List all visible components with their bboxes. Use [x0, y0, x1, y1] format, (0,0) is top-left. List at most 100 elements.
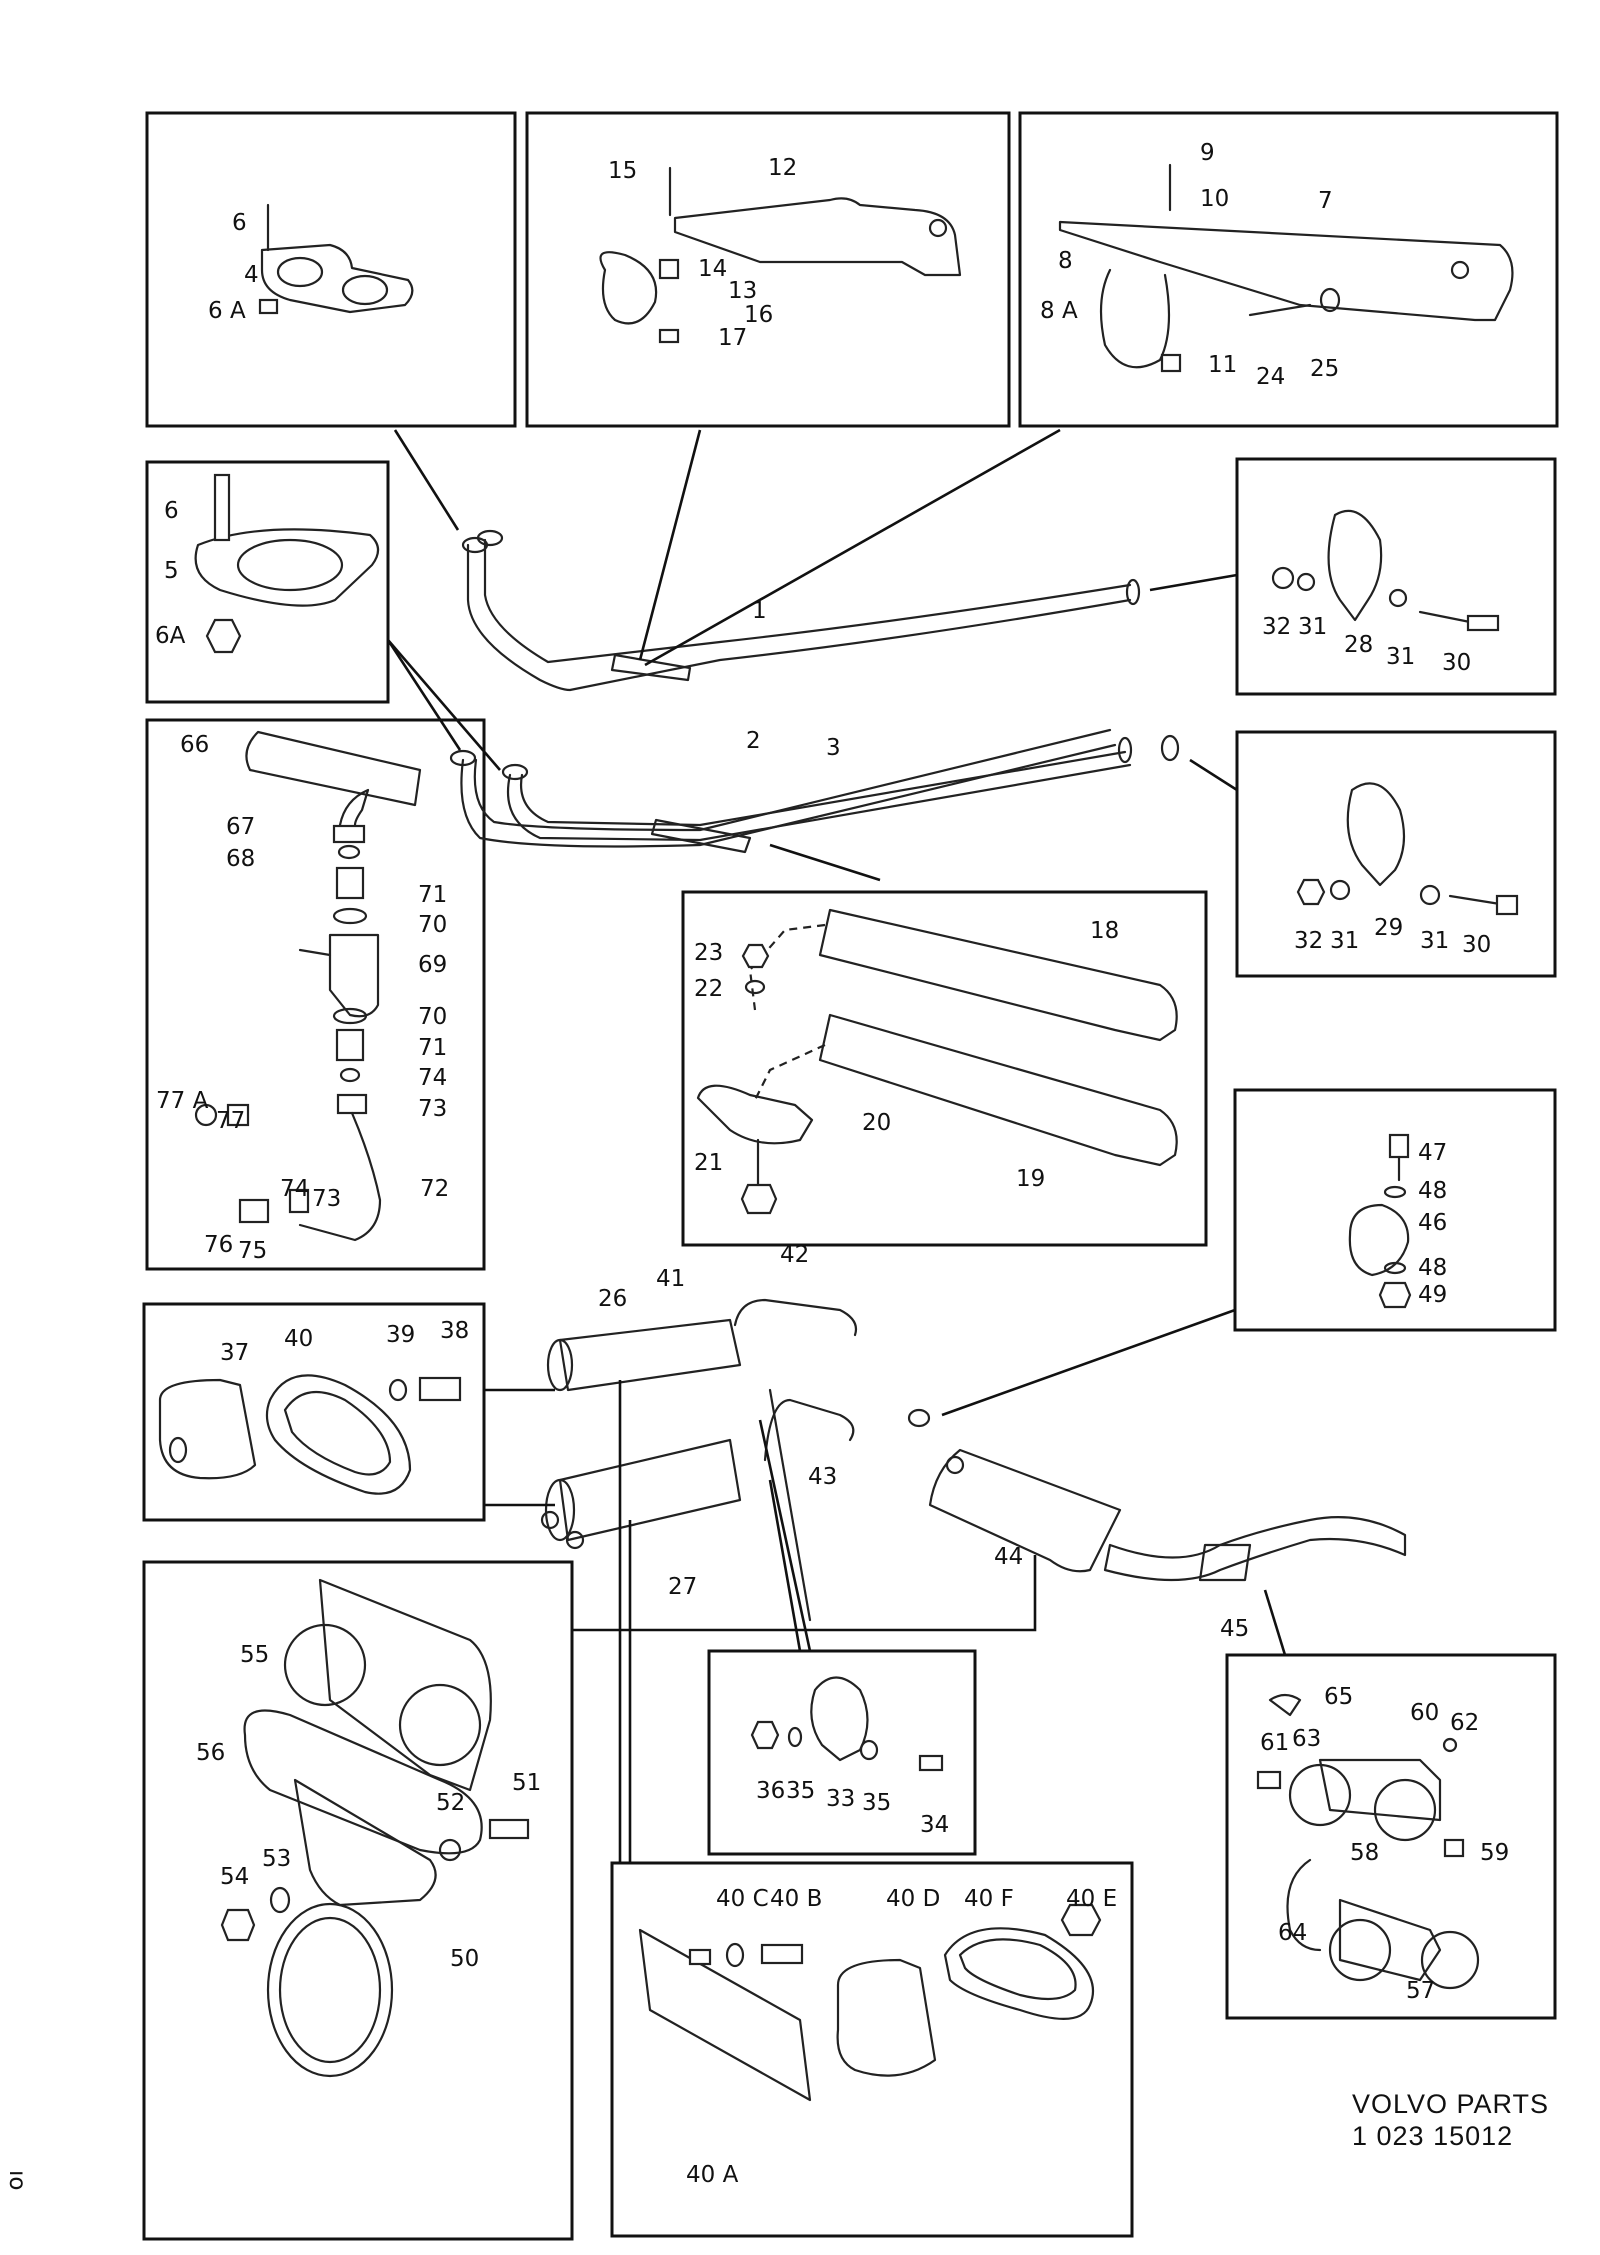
- label-6-b: 6: [164, 498, 179, 524]
- label-10: 10: [1200, 186, 1229, 212]
- panel-clamp-46-detail: [1233, 1088, 1557, 1332]
- label-44: 44: [994, 1544, 1023, 1570]
- label-5: 5: [164, 558, 179, 584]
- label-25: 25: [1310, 356, 1339, 382]
- label-59: 59: [1480, 1840, 1509, 1866]
- label-46: 46: [1418, 1210, 1447, 1236]
- label-6: 6: [232, 210, 247, 236]
- label-31-d: 31: [1420, 928, 1449, 954]
- bracket-7-assembly: [1058, 163, 1514, 373]
- silencers-26-27: [540, 1298, 858, 1622]
- label-64: 64: [1278, 1920, 1307, 1946]
- hanger-50-assembly: [220, 1578, 530, 2078]
- front-pipe-1: [461, 529, 1141, 692]
- label-31-c: 31: [1330, 928, 1359, 954]
- label-26: 26: [598, 1286, 627, 1312]
- label-53: 53: [262, 1846, 291, 1872]
- panel-bracket-12-detail: [525, 111, 1011, 428]
- clamp-29-assembly: [1296, 782, 1519, 916]
- label-52: 52: [436, 1790, 465, 1816]
- clamp-28-assembly: [1271, 509, 1500, 632]
- label-8a: 8 A: [1040, 298, 1078, 324]
- label-33: 33: [826, 1786, 855, 1812]
- label-32-b: 32: [1294, 928, 1323, 954]
- label-29: 29: [1374, 915, 1403, 941]
- label-16: 16: [744, 302, 773, 328]
- footer-brand: VOLVO PARTS: [1352, 2089, 1549, 2119]
- brackets-18-19: [696, 908, 1178, 1215]
- label-30-b: 30: [1462, 932, 1491, 958]
- label-8: 8: [1058, 248, 1073, 274]
- label-49: 49: [1418, 1282, 1447, 1308]
- label-70-b: 70: [418, 1004, 447, 1030]
- panel-clamp-29-detail: [1235, 730, 1557, 978]
- label-62: 62: [1450, 1710, 1479, 1736]
- label-27: 27: [668, 1574, 697, 1600]
- label-71-b: 71: [418, 1035, 447, 1061]
- panel-clamp-33-detail: [707, 1649, 977, 1856]
- clamp-33-assembly: [750, 1676, 944, 1772]
- panel-front-flange-detail: [145, 111, 517, 428]
- label-18: 18: [1090, 918, 1119, 944]
- label-36: 36: [756, 1778, 785, 1804]
- rear-hanger-assembly: [1256, 1693, 1480, 1990]
- label-17: 17: [718, 325, 747, 351]
- panel-flange-5-detail: [145, 460, 390, 704]
- label-9: 9: [1200, 140, 1215, 166]
- label-50: 50: [450, 1946, 479, 1972]
- label-24: 24: [1256, 364, 1285, 390]
- rubber-mount-assembly: [158, 1374, 462, 1495]
- label-76: 76: [204, 1232, 233, 1258]
- label-42: 42: [780, 1242, 809, 1268]
- label-38: 38: [440, 1318, 469, 1344]
- label-72: 72: [420, 1176, 449, 1202]
- callout-labels: 6 4 6 A 15 12 14 13 16 17 9 10 7 8 8 A 1…: [155, 140, 1509, 2188]
- clamp-46-assembly: [1348, 1133, 1412, 1309]
- label-34: 34: [920, 1812, 949, 1838]
- label-28: 28: [1344, 632, 1373, 658]
- panel-hanger-50-detail: [142, 1560, 574, 2241]
- label-11: 11: [1208, 352, 1237, 378]
- margin-mark: ıo: [4, 2170, 30, 2190]
- label-51: 51: [512, 1770, 541, 1796]
- label-74-b: 74: [280, 1176, 309, 1202]
- label-71: 71: [418, 882, 447, 908]
- label-30: 30: [1442, 650, 1471, 676]
- label-40a: 40 A: [686, 2162, 739, 2188]
- label-32: 32: [1262, 614, 1291, 640]
- leader-arrows: [386, 428, 1287, 1863]
- label-63: 63: [1292, 1726, 1321, 1752]
- label-19: 19: [1016, 1166, 1045, 1192]
- label-66: 66: [180, 732, 209, 758]
- label-75: 75: [238, 1238, 267, 1264]
- label-74: 74: [418, 1065, 447, 1091]
- label-40c: 40 C: [716, 1886, 769, 1912]
- label-77: 77: [216, 1108, 245, 1134]
- panel-sensor-fittings-detail: [145, 718, 486, 1271]
- label-68: 68: [226, 846, 255, 872]
- label-15: 15: [608, 158, 637, 184]
- label-40: 40: [284, 1326, 313, 1352]
- label-48: 48: [1418, 1178, 1447, 1204]
- label-31: 31: [1298, 614, 1327, 640]
- label-56: 56: [196, 1740, 225, 1766]
- label-69: 69: [418, 952, 447, 978]
- label-58: 58: [1350, 1840, 1379, 1866]
- label-73-b: 73: [312, 1186, 341, 1212]
- label-4: 4: [244, 262, 259, 288]
- label-73: 73: [418, 1096, 447, 1122]
- label-31-b: 31: [1386, 644, 1415, 670]
- label-48-b: 48: [1418, 1255, 1447, 1281]
- label-12: 12: [768, 155, 797, 181]
- mount-40-assembly: [638, 1903, 1102, 2102]
- sensor-fittings-assembly: [194, 730, 422, 1242]
- panel-brackets-18-19-detail: [681, 890, 1208, 1247]
- label-22: 22: [694, 976, 723, 1002]
- label-45: 45: [1220, 1616, 1249, 1642]
- label-6a-b: 6A: [155, 623, 186, 649]
- label-20: 20: [862, 1110, 891, 1136]
- label-57: 57: [1406, 1978, 1435, 2004]
- label-7: 7: [1318, 188, 1333, 214]
- footer-part-code: 1 023 15012: [1352, 2121, 1513, 2151]
